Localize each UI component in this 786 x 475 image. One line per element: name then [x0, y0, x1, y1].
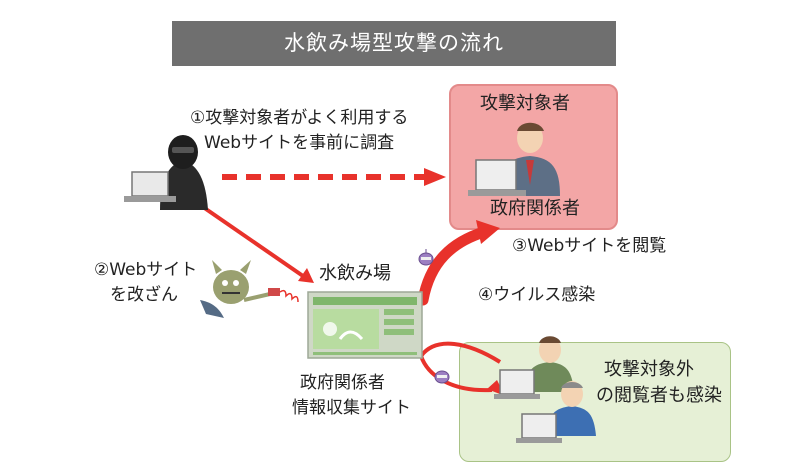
- others-label-line1: 攻撃対象外: [604, 359, 694, 380]
- target-box: [449, 84, 618, 230]
- devil-illustration: [200, 260, 299, 318]
- others-people-illustration: [494, 336, 596, 443]
- arrow-step3-4: [417, 220, 500, 306]
- arrow-step1: [222, 168, 446, 186]
- arrow-step2: [201, 205, 314, 283]
- virus-icon: [418, 249, 434, 266]
- step4-label: ④ウイルス感染: [478, 285, 596, 305]
- virus-icon-2: [434, 370, 450, 384]
- step3-label: ③Webサイトを閲覧: [512, 236, 667, 256]
- target-subtitle: 政府関係者: [490, 198, 580, 219]
- watering-hole-site-illustration: [307, 291, 423, 359]
- step2-label-line1: ②Webサイト: [94, 260, 198, 280]
- watering-hole-caption-line2: 情報収集サイト: [292, 398, 411, 418]
- target-heading: 攻撃対象者: [480, 93, 570, 114]
- step2-label-line2: を改ざん: [110, 285, 178, 305]
- attacker-illustration: [124, 135, 208, 210]
- page-title: 水飲み場型攻撃の流れ: [172, 21, 616, 66]
- others-label-line2: の閲覧者も感染: [596, 385, 722, 406]
- arrow-others: [419, 341, 505, 396]
- watering-hole-heading: 水飲み場: [319, 263, 391, 284]
- step1-label-line1: ①攻撃対象者がよく利用する: [190, 108, 409, 128]
- others-box: [459, 342, 731, 462]
- target-person-illustration: [468, 122, 560, 196]
- step1-label-line2: Webサイトを事前に調査: [204, 133, 395, 153]
- watering-hole-caption-line1: 政府関係者: [300, 373, 385, 393]
